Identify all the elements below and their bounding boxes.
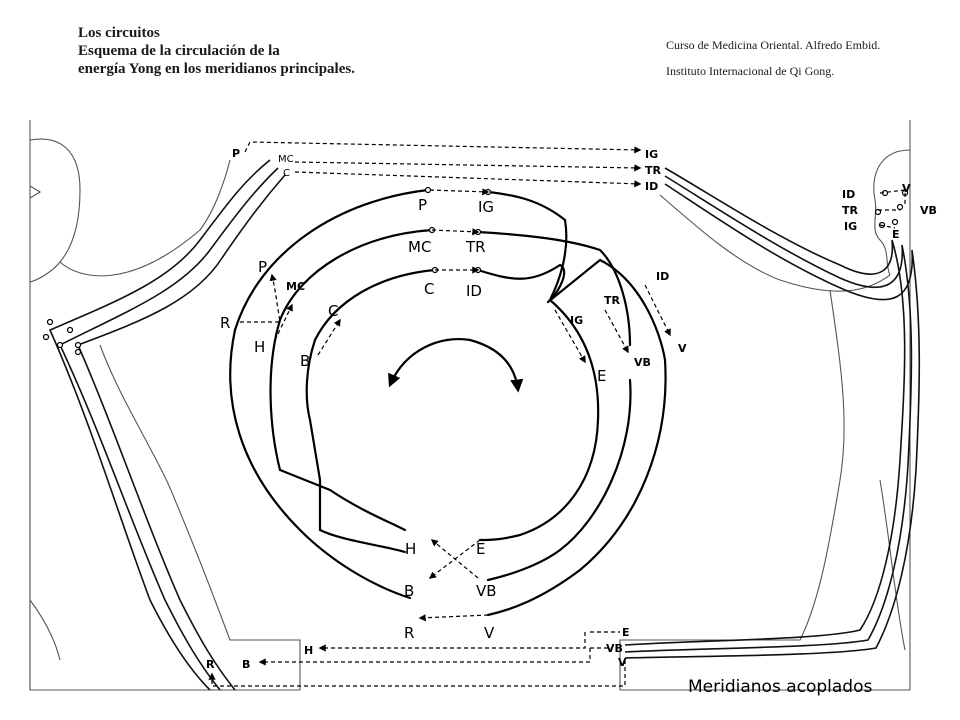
label-ring-id: ID	[466, 282, 482, 300]
label-left-b: B	[300, 352, 310, 370]
left-side-labels: P MC R H C B	[220, 258, 338, 370]
label-top-tr: TR	[645, 164, 662, 177]
label-right-ig: IG	[570, 314, 583, 327]
bottom-center-labels: H E B VB R V	[404, 540, 497, 642]
inner-connectors	[240, 188, 671, 622]
credit-line-1: Curso de Medicina Oriental. Alfredo Embi…	[666, 38, 881, 52]
bottom-row-labels: R B H E VB V	[206, 626, 630, 671]
label-row-v: V	[618, 656, 627, 669]
label-right-id: ID	[656, 270, 669, 283]
label-row-b: B	[242, 658, 250, 671]
label-left-c: C	[328, 302, 338, 320]
title-line-2: Esquema de la circulación de la	[78, 43, 280, 59]
right-channel-bundle	[624, 167, 921, 659]
label-bottom-e: E	[476, 540, 485, 558]
label-top-ig: IG	[645, 148, 658, 161]
credit-line-2: Instituto Internacional de Qi Gong.	[666, 64, 835, 78]
title-line-1: Los circuitos	[78, 25, 160, 41]
top-transfer-lines	[244, 141, 642, 188]
right-side-labels: ID TR V IG VB E	[570, 270, 687, 385]
bottom-transfer-lines	[208, 631, 626, 687]
label-right-e: E	[597, 367, 606, 385]
inner-ring	[305, 263, 600, 554]
label-ring-c: C	[424, 280, 434, 298]
label-ring-ig: IG	[478, 198, 494, 216]
middle-ring	[269, 226, 632, 582]
caption: Meridianos acoplados	[688, 677, 873, 697]
label-bottom-b: B	[404, 582, 414, 600]
diagram-credits: Curso de Medicina Oriental. Alfredo Embi…	[666, 32, 880, 84]
label-top-mc: MC	[278, 154, 294, 165]
label-row-vb: VB	[606, 642, 623, 655]
label-left-h: H	[254, 338, 265, 356]
label-left-p: P	[258, 258, 267, 276]
rotation-arrow	[388, 338, 524, 393]
label-ring-mc: MC	[408, 238, 431, 256]
label-ring-tr: TR	[465, 238, 486, 256]
label-row-r: R	[206, 658, 215, 671]
face-connectors	[878, 189, 906, 229]
label-right-tr: TR	[604, 294, 621, 307]
left-body-figure	[29, 120, 301, 691]
label-bottom-r: R	[404, 624, 414, 642]
left-channel-bundle	[42, 159, 286, 691]
label-top-p: P	[232, 147, 240, 160]
title-line-3: energía Yong en los meridianos principal…	[78, 61, 355, 77]
ring-labels: P IG MC TR C ID	[408, 196, 494, 300]
label-face-tr: TR	[842, 204, 859, 217]
label-ring-p: P	[418, 196, 427, 214]
label-left-r: R	[220, 314, 230, 332]
label-row-h: H	[304, 644, 313, 657]
label-left-mc: MC	[286, 280, 305, 293]
label-face-ig: IG	[844, 220, 857, 233]
label-right-v: V	[678, 342, 687, 355]
label-row-e: E	[622, 626, 630, 639]
label-bottom-v: V	[484, 624, 495, 642]
label-top-c: C	[283, 168, 290, 179]
label-face-vb: VB	[920, 204, 937, 217]
label-right-vb: VB	[634, 356, 651, 369]
label-face-e: E	[892, 228, 900, 241]
label-bottom-vb: VB	[476, 582, 497, 600]
label-bottom-h: H	[405, 540, 416, 558]
label-top-id: ID	[645, 180, 658, 193]
diagram-title: Los circuitos Esquema de la circulación …	[78, 24, 355, 78]
label-face-id: ID	[842, 188, 855, 201]
label-face-v: V	[902, 182, 911, 195]
face-labels: ID TR IG V VB E	[842, 182, 937, 241]
top-labels: P MC C IG TR ID	[232, 147, 662, 193]
